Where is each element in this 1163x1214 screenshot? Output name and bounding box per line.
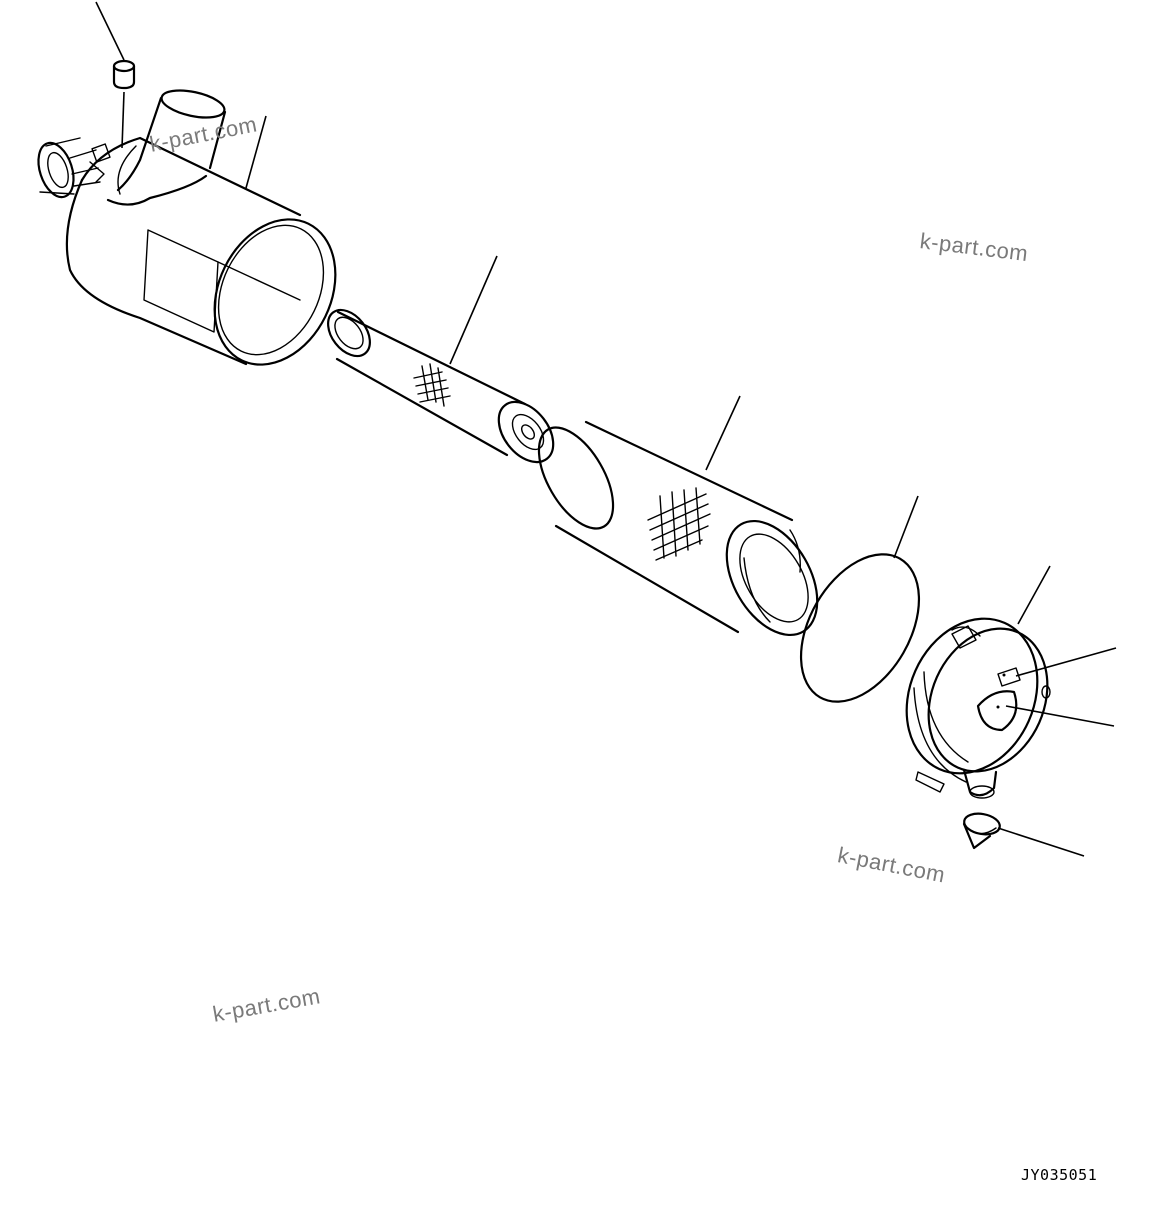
filter-housing bbox=[37, 89, 337, 366]
drawing-code: JY035051 bbox=[1021, 1166, 1098, 1184]
cap-plug bbox=[95, 1, 136, 149]
inner-safety-element bbox=[327, 255, 555, 464]
dust-valve bbox=[962, 812, 1085, 857]
cover-clip bbox=[997, 647, 1117, 687]
cover-label bbox=[976, 690, 1115, 732]
end-cover bbox=[905, 565, 1051, 799]
o-ring bbox=[799, 495, 921, 703]
outer-filter-element bbox=[537, 395, 819, 637]
